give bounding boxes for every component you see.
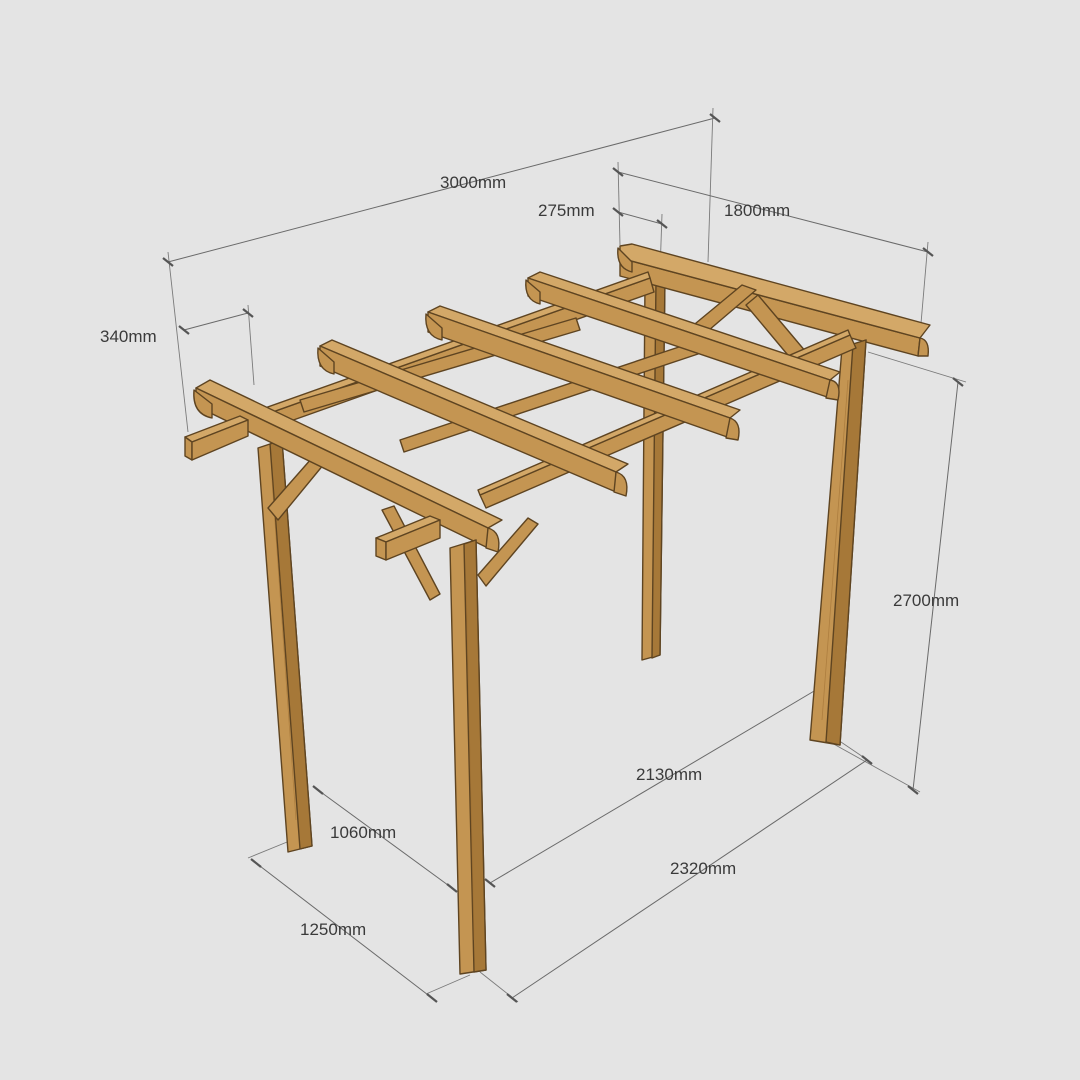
post-front-right — [449, 539, 487, 975]
beam-front — [375, 515, 441, 561]
dim-2700-line — [912, 381, 959, 791]
rail-front-left-stub — [184, 415, 249, 461]
label-2700: 2700mm — [893, 591, 959, 610]
label-1800: 1800mm — [724, 201, 790, 220]
rafter-1 — [193, 379, 503, 553]
rafter-3 — [425, 305, 741, 441]
label-1060: 1060mm — [330, 823, 396, 842]
dim-1800-line — [617, 171, 929, 253]
dim-2320-line — [511, 759, 868, 999]
label-275: 275mm — [538, 201, 595, 220]
dim-1060-line — [317, 789, 453, 889]
dim-1250-line — [255, 862, 433, 999]
label-1250: 1250mm — [300, 920, 366, 939]
dim-2130-line — [489, 683, 827, 884]
label-2320: 2320mm — [670, 859, 736, 878]
rafter-2 — [317, 339, 629, 497]
rafter-4 — [525, 271, 841, 401]
dimension-labels: 3000mm 275mm 1800mm 340mm 2700mm 2130mm … — [100, 173, 959, 939]
dim-3000-line — [167, 117, 716, 263]
label-340: 340mm — [100, 327, 157, 346]
label-3000: 3000mm — [440, 173, 506, 192]
dimension-lines — [162, 107, 967, 1003]
pergola-structure — [184, 243, 931, 975]
label-2130: 2130mm — [636, 765, 702, 784]
dim-275-line — [617, 211, 663, 225]
dim-340-line — [183, 312, 249, 331]
post-back-right — [809, 339, 867, 746]
